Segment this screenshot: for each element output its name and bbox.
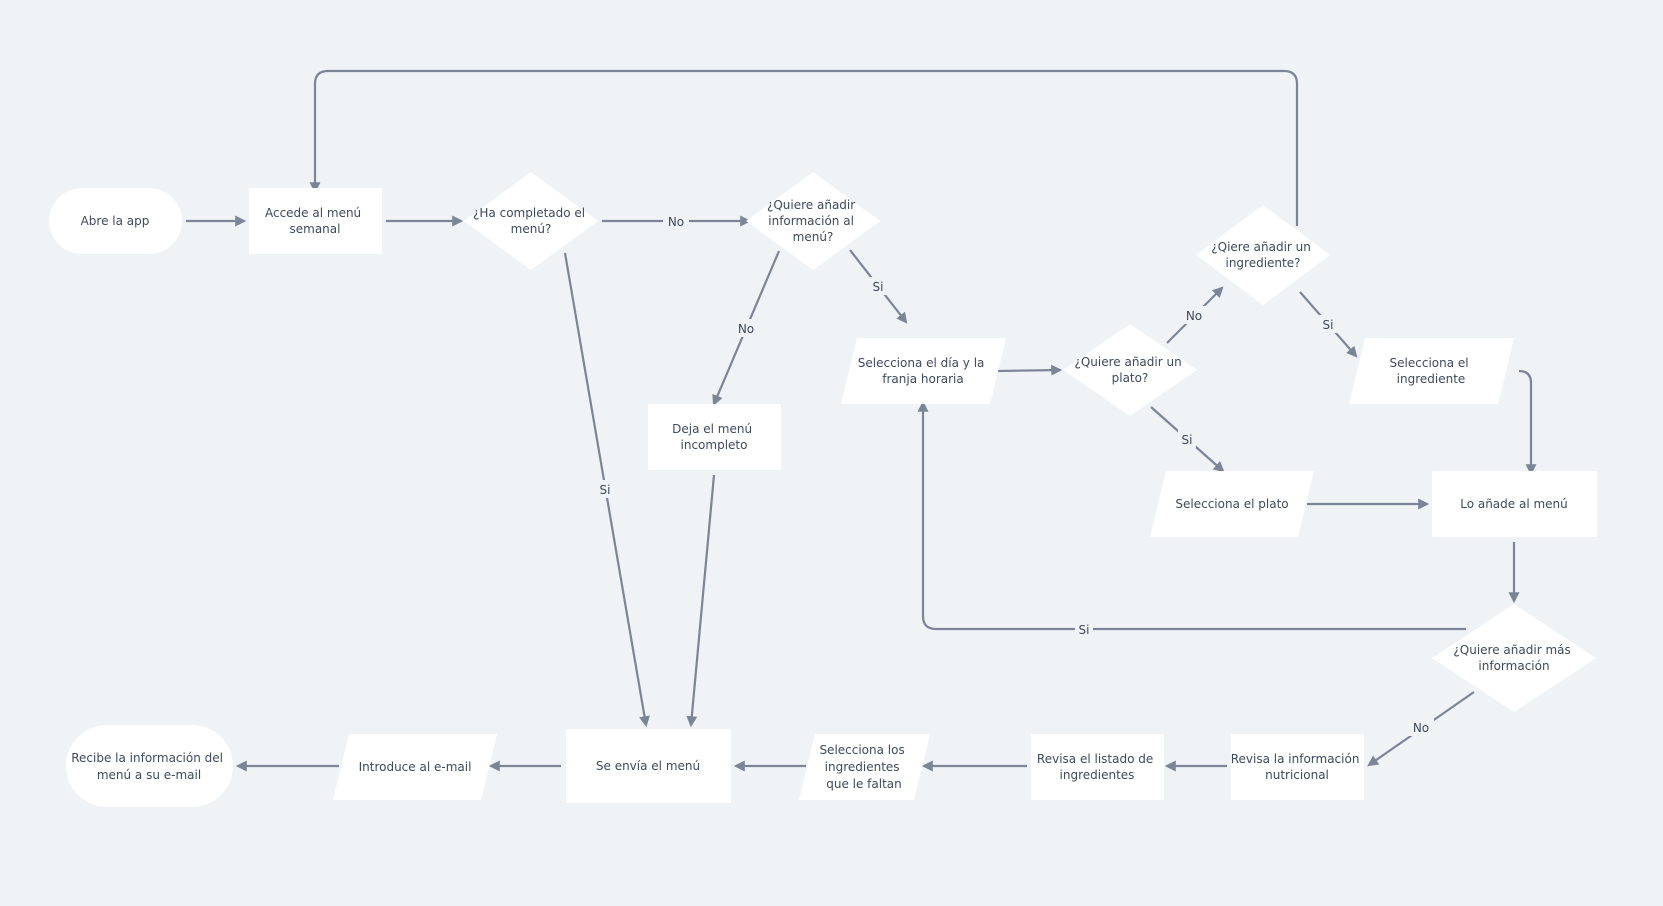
node-selecciona-dia: Selecciona el día y la franja horaria xyxy=(841,338,1006,404)
node-text-line: ingrediente? xyxy=(1225,256,1300,270)
edge-label-no-completado: No xyxy=(668,215,684,229)
node-text-line: ¿Qiere añadir un xyxy=(1211,240,1311,254)
svg-text:Abre la app: Abre la app xyxy=(81,214,150,228)
edge-selecciona-dia-anadir-plato xyxy=(997,364,1063,376)
edge-label-si-anadir-plato: Si xyxy=(1182,433,1193,447)
node-revisa-listado-ingredientes: Revisa el listado de ingredientes xyxy=(1031,734,1164,800)
node-quiere-anadir-plato: ¿Quiere añadir un plato? xyxy=(1063,324,1197,416)
node-text-line: información xyxy=(1478,659,1549,673)
svg-text:¿Quiere añadir más inf: ¿Quiere añadir más información xyxy=(1453,643,1574,673)
svg-text:Se envía el menú: Se envía el menú xyxy=(596,759,700,773)
node-text-line: Abre la app xyxy=(81,214,150,228)
node-text-line: Revisa la información xyxy=(1231,752,1360,766)
node-text-line: menú? xyxy=(511,222,552,236)
edge-label-si-anadir-info: Si xyxy=(873,280,884,294)
edge-label-no-anadir-info: No xyxy=(738,322,754,336)
node-text-line: menú? xyxy=(793,230,834,244)
svg-text:Accede al menú semanal: Accede al menú semanal xyxy=(265,206,365,236)
node-text-line: plato? xyxy=(1112,371,1149,385)
svg-text:Revisa el listado de i: Revisa el listado de ingredientes xyxy=(1037,752,1157,782)
node-text-line: semanal xyxy=(290,222,341,236)
svg-text:Lo añade al menú: Lo añade al menú xyxy=(1460,497,1568,511)
node-text-line: Recibe la información del xyxy=(71,751,223,765)
node-text-line: franja horaria xyxy=(882,372,963,386)
node-selecciona-ingrediente: Selecciona el ingrediente xyxy=(1349,338,1514,404)
node-recibe-informacion: Recibe la información del menú a su e-ma… xyxy=(66,725,233,807)
svg-text:¿Quiere añadir un plat: ¿Quiere añadir un plato? xyxy=(1074,355,1185,385)
node-text-line: Accede al menú xyxy=(265,206,361,220)
node-text-line: ingrediente xyxy=(1397,372,1466,386)
node-text-line: Selecciona el día y la xyxy=(858,356,985,370)
node-quiere-anadir-informacion: ¿Quiere añadir información al menú? xyxy=(746,172,880,270)
node-quiere-anadir-ingrediente: ¿Qiere añadir un ingrediente? xyxy=(1196,205,1330,305)
svg-text:Introduce al e-mail: Introduce al e-mail xyxy=(359,760,472,774)
node-introduce-email: Introduce al e-mail xyxy=(333,734,497,800)
node-accede-al-menu: Accede al menú semanal xyxy=(249,188,382,254)
node-text-line: incompleto xyxy=(681,438,748,452)
svg-text:Deja el menú incomplet: Deja el menú incompleto xyxy=(672,422,756,452)
node-text-line: Selecciona el plato xyxy=(1175,497,1288,511)
node-quiere-anadir-mas-informacion: ¿Quiere añadir más información xyxy=(1432,604,1596,712)
node-text-line: nutricional xyxy=(1265,768,1329,782)
nodes: Abre la app Accede al menú semanal ¿Ha c… xyxy=(49,172,1597,807)
edge-label-si-completado: Si xyxy=(600,483,611,497)
edge-sel-ingrediente-lo-anade xyxy=(1518,369,1537,476)
node-ha-completado: ¿Ha completado el menú? xyxy=(464,172,598,270)
edge-anadir-ingrediente-loop-accede xyxy=(309,69,1299,226)
svg-text:¿Quiere añadir informa: ¿Quiere añadir información al menú? xyxy=(767,198,859,244)
node-se-envia-el-menu: Se envía el menú xyxy=(566,729,731,803)
svg-text:Selecciona el plato: Selecciona el plato xyxy=(1175,497,1288,511)
node-text-line: Deja el menú xyxy=(672,422,752,436)
node-selecciona-ingredientes-faltan: Selecciona los ingredientes que le falta… xyxy=(799,734,930,800)
edge-label-no-anadir-plato: No xyxy=(1186,309,1202,323)
node-text-line: que le faltan xyxy=(826,777,902,791)
svg-text:Selecciona el día y la: Selecciona el día y la franja horaria xyxy=(858,356,988,386)
node-revisa-informacion-nutricional: Revisa la información nutricional xyxy=(1231,734,1364,800)
node-text-line: Selecciona los xyxy=(819,743,904,757)
node-text-line: Se envía el menú xyxy=(596,759,700,773)
node-text-line: Selecciona el xyxy=(1390,356,1469,370)
node-text-line: ingredientes xyxy=(1060,768,1135,782)
svg-text:¿Ha completado el menú: ¿Ha completado el menú? xyxy=(473,206,589,236)
node-text-line: Introduce al e-mail xyxy=(359,760,472,774)
edge-labels: No Si No Si No Si Si Si No xyxy=(596,212,1434,736)
node-text-line: información al xyxy=(768,214,854,228)
node-lo-anade-al-menu: Lo añade al menú xyxy=(1432,471,1597,537)
svg-text:Selecciona los ingredi: Selecciona los ingredientes que le falta… xyxy=(819,743,908,791)
node-text-line: ingredientes xyxy=(825,760,900,774)
edge-deja-se-envia xyxy=(686,474,716,728)
edge-label-si-anadir-ingrediente: Si xyxy=(1323,318,1334,332)
node-text-line: ¿Quiere añadir xyxy=(767,198,855,212)
node-text-line: ¿Quiere añadir más xyxy=(1453,643,1570,657)
svg-text:¿Qiere añadir un ingre: ¿Qiere añadir un ingrediente? xyxy=(1211,240,1314,270)
node-text-line: menú a su e-mail xyxy=(97,768,201,782)
svg-text:Revisa la información: Revisa la información nutricional xyxy=(1231,752,1364,782)
node-text-line: ¿Ha completado el xyxy=(473,206,585,220)
node-text-line: Lo añade al menú xyxy=(1460,497,1568,511)
edge-mas-info-loop-selecciona-dia xyxy=(917,400,1466,631)
node-text-line: Revisa el listado de xyxy=(1037,752,1153,766)
node-text-line: ¿Quiere añadir un xyxy=(1074,355,1181,369)
svg-text:Recibe la información del: Recibe la información del menú a su e-ma… xyxy=(71,751,227,782)
node-selecciona-plato: Selecciona el plato xyxy=(1150,471,1314,537)
edges xyxy=(186,69,1537,772)
edge-label-no-mas-info: No xyxy=(1413,721,1429,735)
svg-text:Selecciona el ingredie: Selecciona el ingrediente xyxy=(1390,356,1473,386)
node-abre-la-app: Abre la app xyxy=(49,188,182,254)
node-deja-el-menu-incompleto: Deja el menú incompleto xyxy=(648,404,781,470)
edge-label-si-mas-info: Si xyxy=(1079,623,1090,637)
